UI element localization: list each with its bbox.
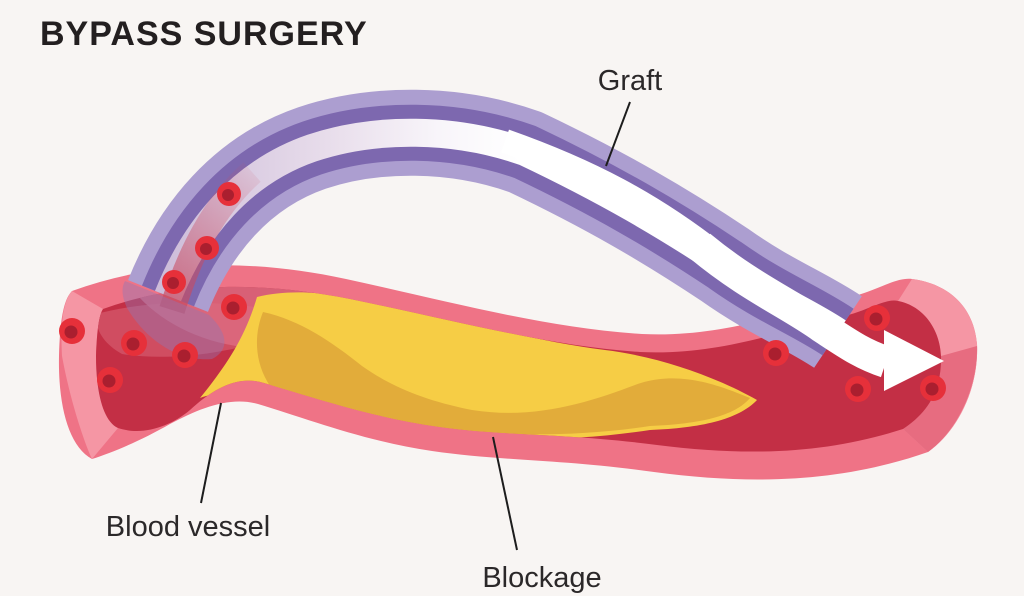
red-blood-cell-in-graft	[162, 270, 186, 294]
red-blood-cell	[97, 367, 123, 393]
vessel-cut-face-right-shade	[903, 346, 978, 452]
blockage-plaque-shade	[256, 312, 750, 435]
flow-arrow	[501, 129, 944, 391]
red-blood-cell-in-graft	[217, 182, 241, 206]
red-blood-cell	[763, 340, 789, 366]
blockage-label: Blockage	[482, 562, 601, 594]
red-blood-cell	[59, 318, 85, 344]
graft-anastomosis-veil	[122, 281, 225, 360]
flow-stream-lower	[689, 233, 892, 378]
red-blood-cell	[920, 375, 946, 401]
graft-label: Graft	[598, 65, 662, 97]
red-blood-cell	[845, 376, 871, 402]
red-blood-cell-in-graft	[195, 236, 219, 260]
blood-vessel-leader-line	[200, 402, 222, 504]
flow-arrowhead-icon	[884, 330, 944, 391]
red-blood-cell	[221, 294, 247, 320]
blockage-leader-line	[492, 436, 518, 551]
graft-leader-line	[605, 101, 631, 167]
red-blood-cell	[121, 330, 147, 356]
red-blood-cell	[864, 305, 890, 331]
blood-vessel-label: Blood vessel	[106, 511, 270, 543]
page-title: BYPASS SURGERY	[40, 15, 368, 53]
red-blood-cells	[59, 182, 946, 402]
red-blood-cell	[172, 342, 198, 368]
